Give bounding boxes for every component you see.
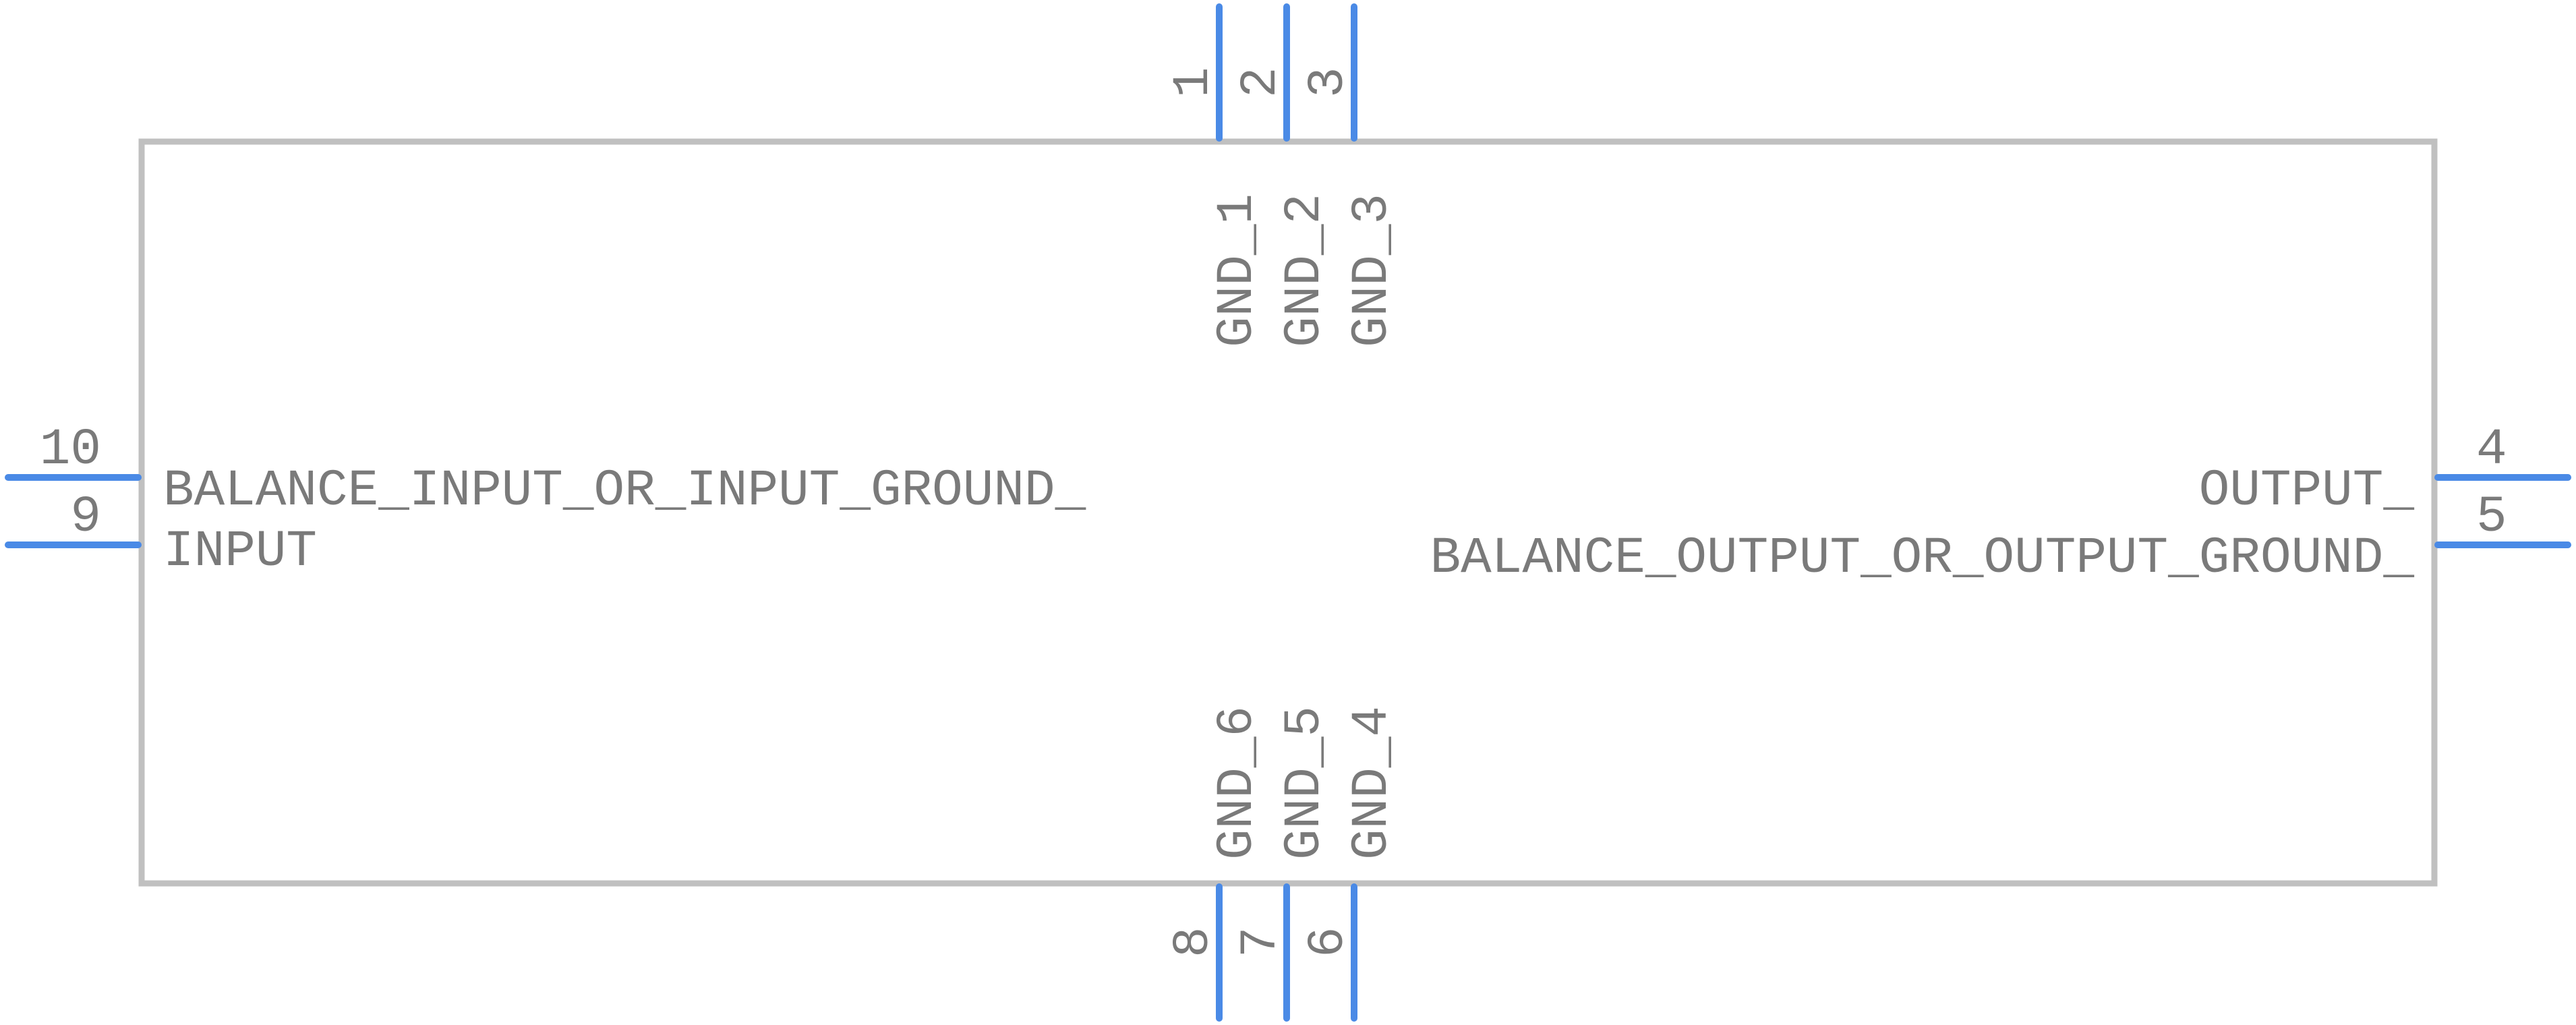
pin-10-number: 10 [40, 421, 101, 479]
right-label-output: OUTPUT_ [2199, 462, 2415, 520]
pin-2-name: GND_2 [1276, 194, 1334, 347]
pin-5-number: 5 [2476, 488, 2507, 546]
pin-7-name: GND_5 [1276, 706, 1334, 860]
component-body [138, 138, 2438, 887]
pin-7-number: 7 [1232, 927, 1290, 958]
pin-4-number: 4 [2476, 421, 2507, 479]
left-label-balance-input: BALANCE_INPUT_OR_INPUT_GROUND_ [163, 462, 1086, 520]
pin-3-number: 3 [1299, 67, 1357, 98]
right-label-balance-output: BALANCE_OUTPUT_OR_OUTPUT_GROUND_ [1430, 529, 2415, 587]
pin-1-number: 1 [1165, 67, 1223, 98]
pin-8-number: 8 [1165, 927, 1223, 958]
pin-8-name: GND_6 [1208, 706, 1266, 860]
pin-6-number: 6 [1299, 927, 1357, 958]
pin-3-name: GND_3 [1343, 194, 1401, 347]
pin-9-number: 9 [70, 488, 101, 546]
pin-1-name: GND_1 [1208, 194, 1266, 347]
left-label-input: INPUT [163, 523, 317, 581]
pin-2-number: 2 [1232, 67, 1290, 98]
pin-6-name: GND_4 [1343, 706, 1401, 860]
